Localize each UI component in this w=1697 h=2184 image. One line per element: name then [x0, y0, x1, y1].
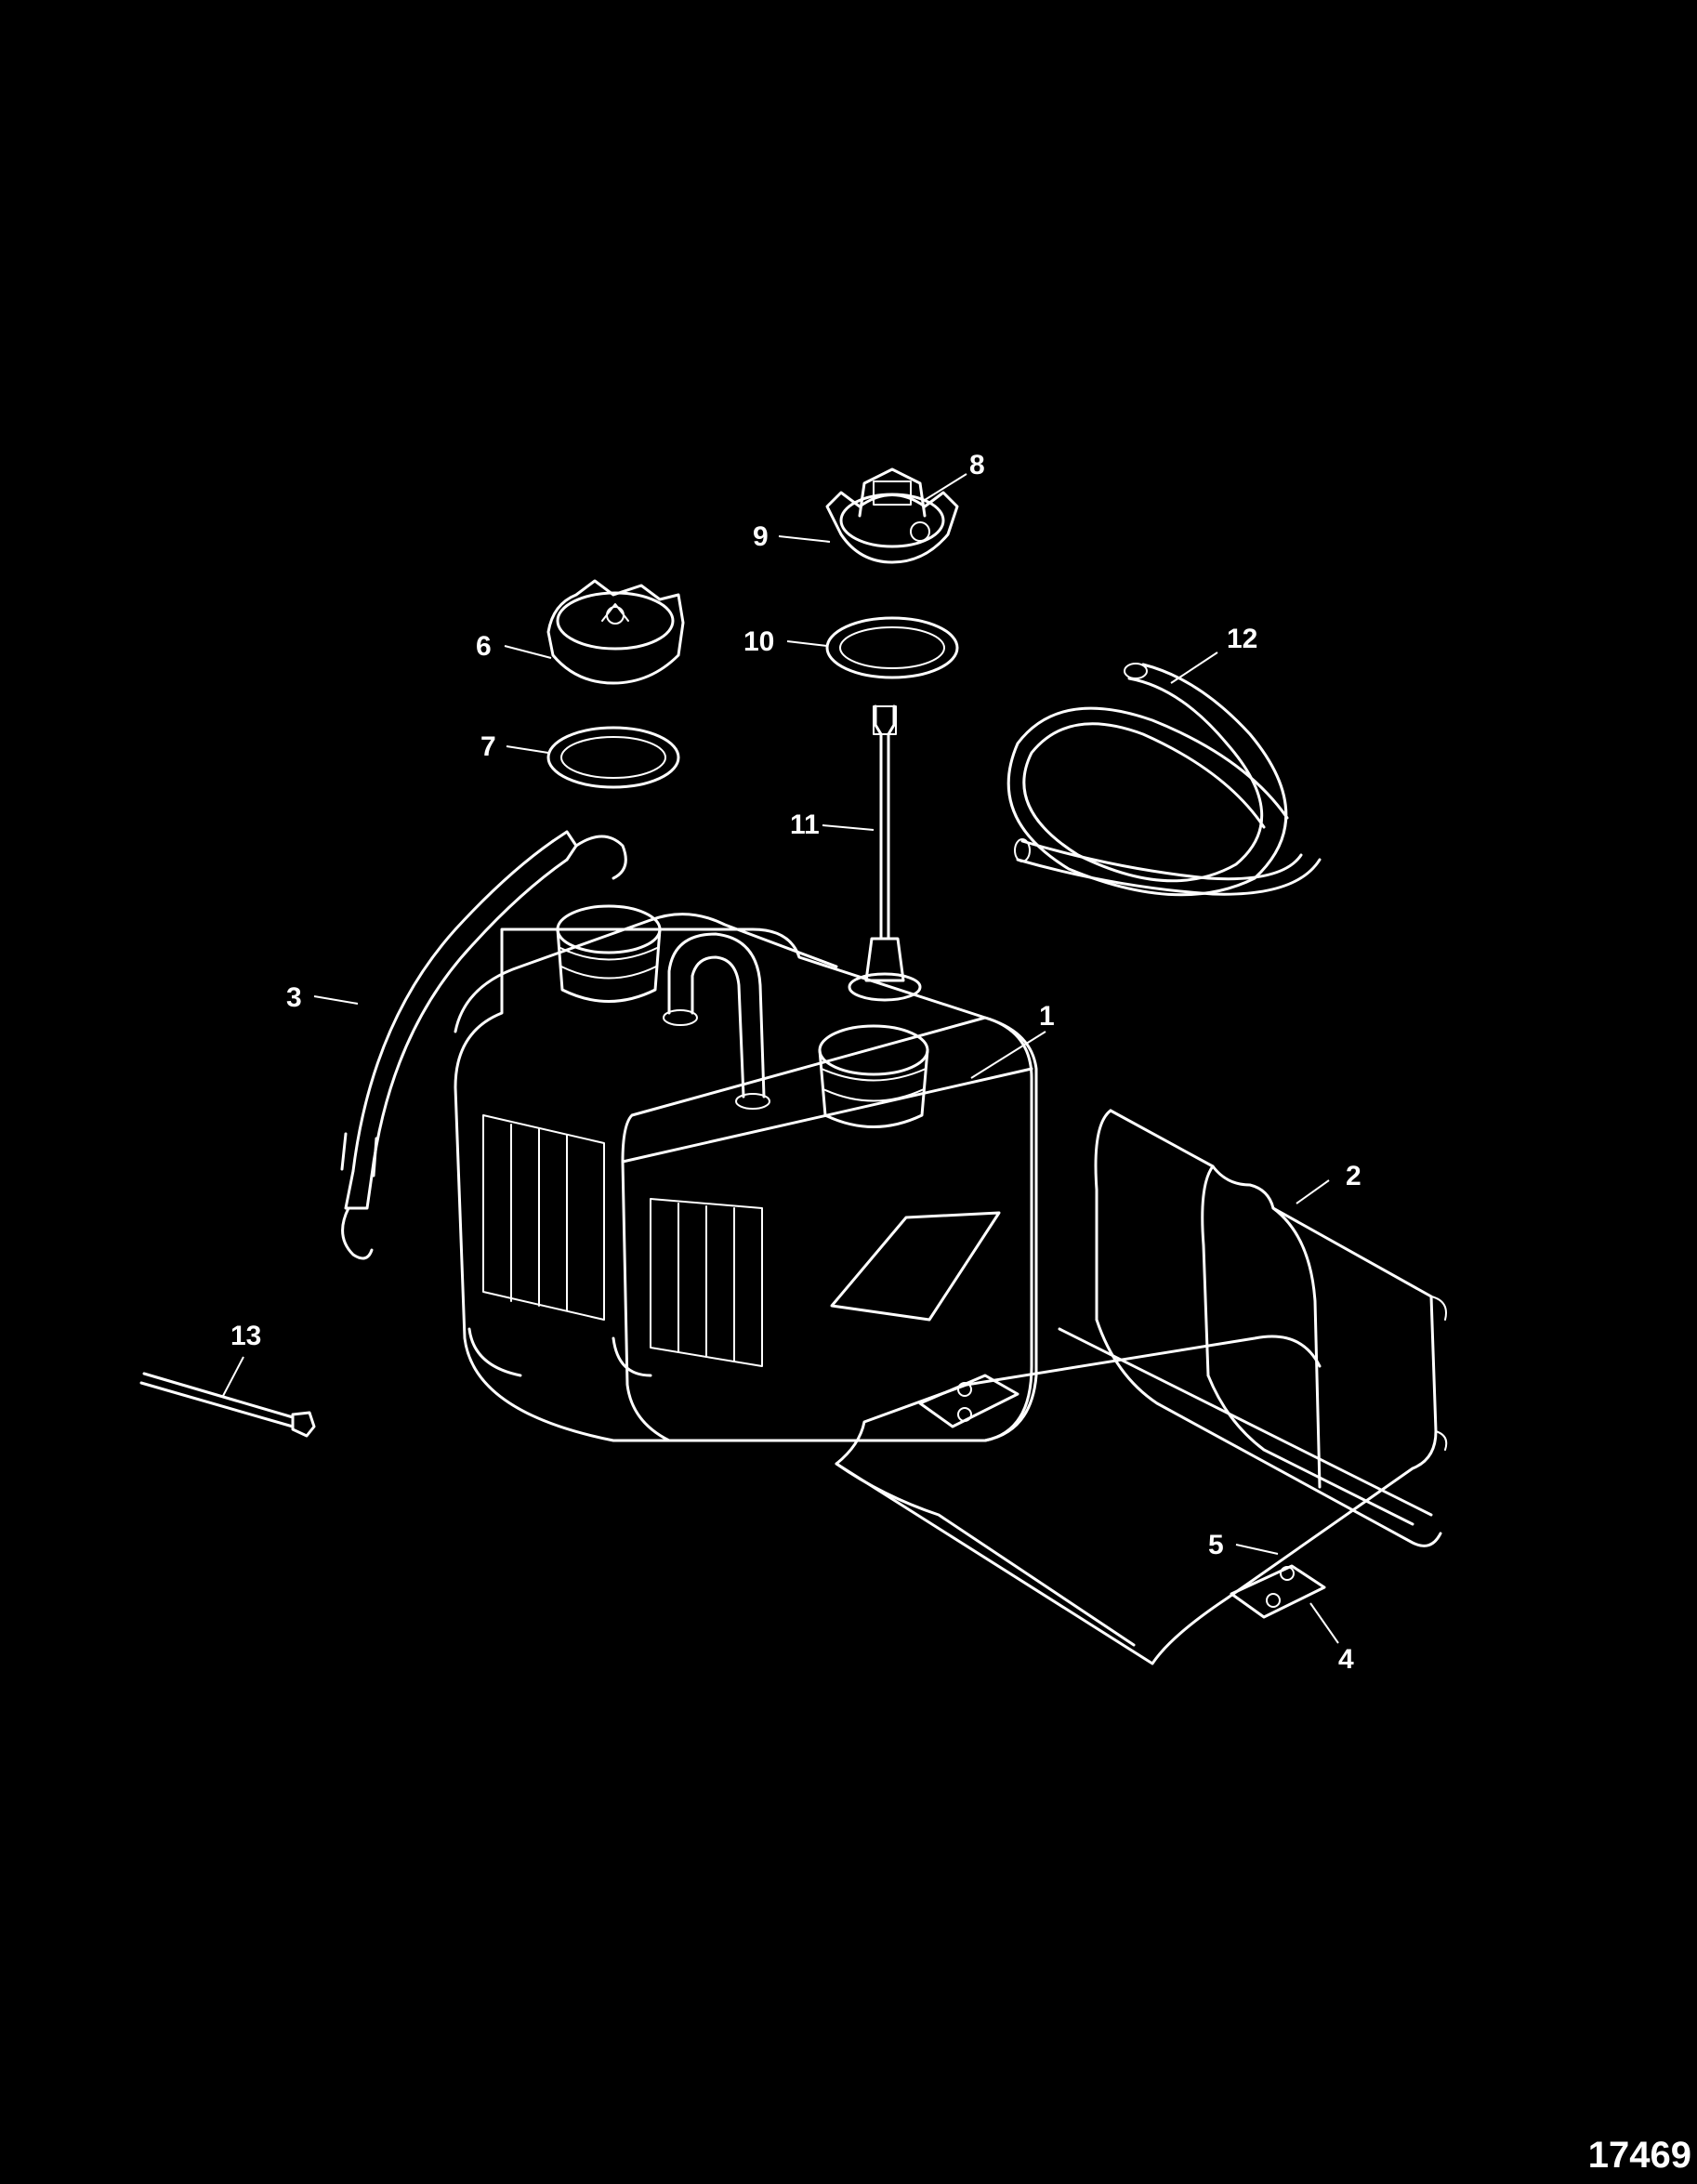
callout-3: 3 [286, 982, 302, 1013]
wire-cradle[interactable] [835, 1109, 1448, 1665]
callout-11: 11 [790, 809, 820, 840]
fuel-cap[interactable] [546, 579, 685, 685]
leader-9 [778, 535, 831, 543]
retaining-clip-upper[interactable] [918, 1374, 1020, 1428]
tank-strap[interactable] [340, 830, 627, 1260]
callout-12: 12 [1227, 624, 1257, 654]
figure-number: 17469 [1587, 2135, 1691, 2176]
callout-6: 6 [476, 631, 492, 662]
leader-1 [970, 1031, 1046, 1079]
leader-6 [504, 645, 552, 659]
callout-8: 8 [969, 450, 985, 480]
leader-13 [222, 1356, 244, 1397]
fuel-cap-gasket[interactable] [546, 726, 680, 789]
callout-10: 10 [743, 626, 774, 657]
leader-11 [822, 824, 875, 831]
leader-8 [924, 473, 967, 501]
leader-lines [222, 473, 1339, 1644]
fuel-tank[interactable] [454, 904, 1038, 1442]
retaining-clip-lower[interactable] [1230, 1564, 1326, 1619]
leader-12 [1170, 651, 1218, 684]
leader-3 [313, 995, 359, 1005]
fuel-gauge-cap[interactable] [825, 467, 959, 564]
callout-7: 7 [480, 731, 496, 762]
leader-7 [506, 745, 549, 754]
leader-5 [1235, 1544, 1279, 1555]
fuel-pickup-tube[interactable] [848, 704, 922, 1002]
screw[interactable] [139, 1372, 316, 1438]
callouts: 1 2 3 4 5 6 7 8 9 10 11 12 13 [230, 450, 1362, 1675]
leader-4 [1309, 1602, 1339, 1644]
callout-9: 9 [753, 521, 769, 552]
callout-13: 13 [230, 1321, 261, 1351]
callout-4: 4 [1338, 1644, 1354, 1675]
fuel-hose[interactable] [1006, 663, 1322, 897]
callout-1: 1 [1039, 1001, 1055, 1032]
callout-5: 5 [1208, 1530, 1224, 1560]
gauge-gasket[interactable] [825, 616, 959, 679]
leader-2 [1296, 1179, 1330, 1204]
leader-10 [786, 640, 828, 647]
callout-2: 2 [1346, 1161, 1362, 1191]
